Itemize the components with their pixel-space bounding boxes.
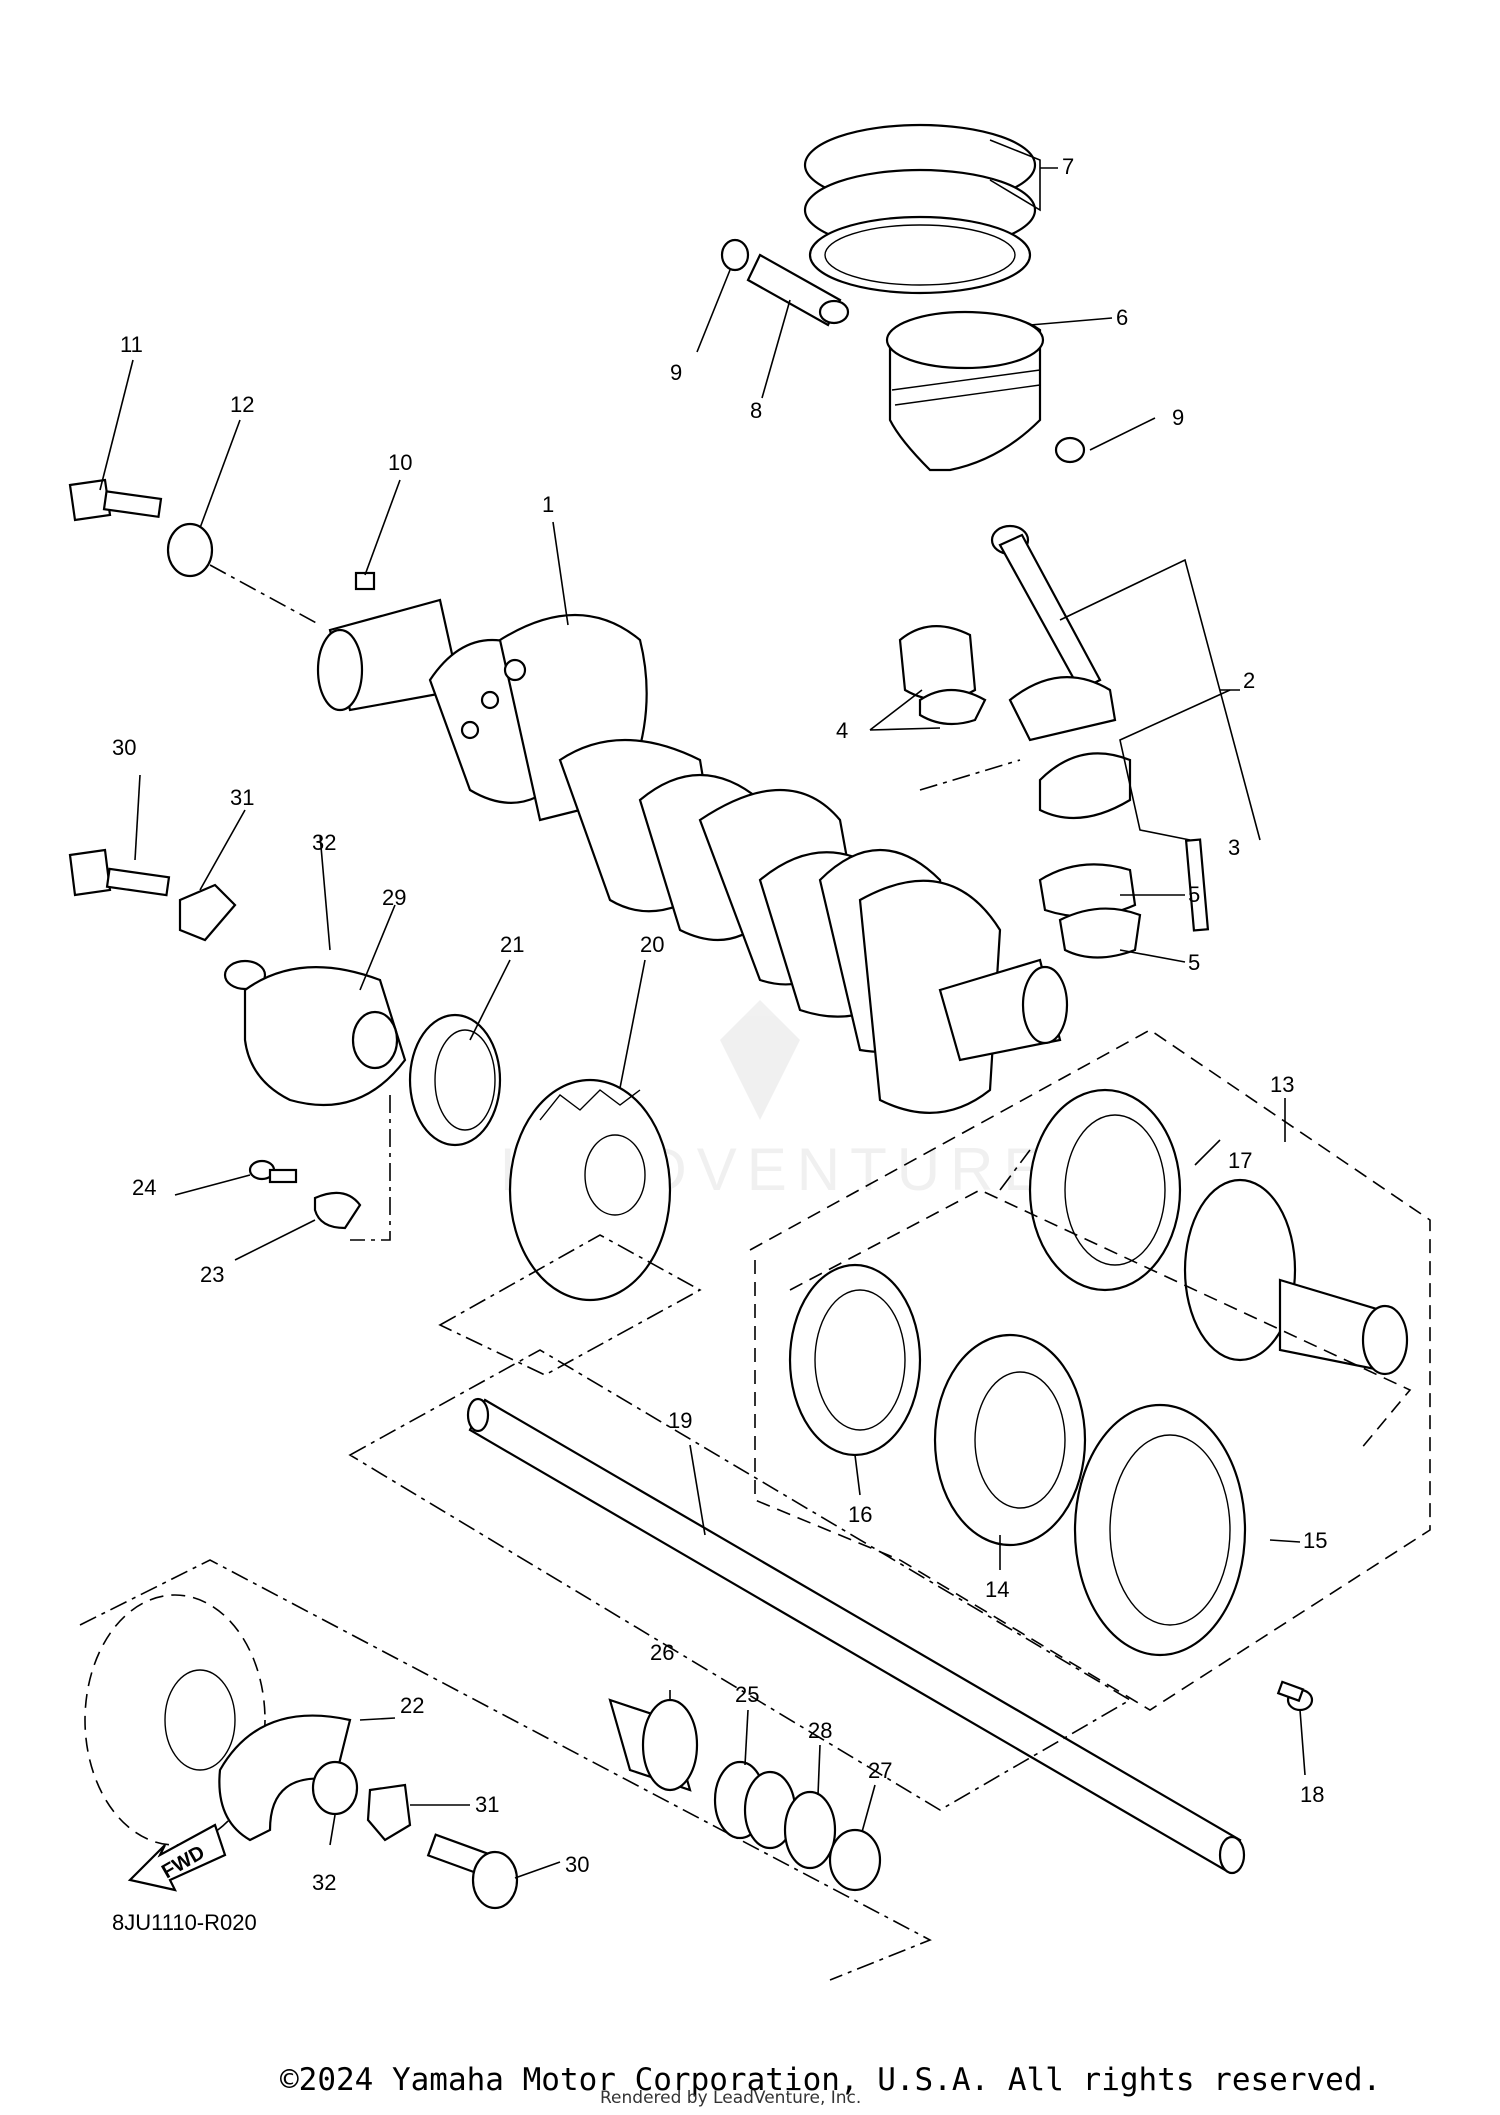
callout-14: 14: [985, 1577, 1009, 1602]
callout-24: 24: [132, 1175, 156, 1200]
callout-31a: 31: [230, 785, 254, 810]
lock-plate-31-upper: [178, 883, 237, 942]
assembly-lines: [79, 564, 1431, 1981]
callout-30a: 30: [112, 735, 136, 760]
conrod-bolt: [1184, 838, 1210, 932]
callout-12: 12: [230, 392, 254, 417]
driven-gear: [84, 1594, 266, 1846]
connecting-rod: [990, 524, 1132, 820]
balancer-shaft-13: [1183, 1178, 1409, 1376]
callout-17: 17: [1228, 1148, 1252, 1173]
callout-7: 7: [1062, 154, 1074, 179]
woodruff-key: [354, 571, 376, 591]
callout-32b: 32: [312, 1870, 336, 1895]
callout-25: 25: [735, 1682, 759, 1707]
callout-1: 1: [542, 492, 554, 517]
circlip-left: [720, 238, 750, 272]
callout-9b: 9: [1172, 405, 1184, 430]
bushing-26: [608, 1698, 699, 1792]
housing-15: [1073, 1403, 1247, 1657]
callout-10: 10: [388, 450, 412, 475]
gear-20: [508, 1078, 672, 1302]
fwd-arrow-icon: FWD: [127, 1823, 227, 1892]
callout-8: 8: [750, 398, 762, 423]
bearing-21: [408, 1013, 502, 1147]
piston-pin: [746, 253, 850, 327]
washer-32-lower: [311, 1760, 359, 1816]
circlip-28: [783, 1790, 837, 1870]
callout-19: 19: [668, 1408, 692, 1433]
needle-bearing-25: [713, 1760, 797, 1850]
leader-lines: [99, 139, 1306, 1879]
shaft-19: [466, 1397, 1246, 1875]
callout-28: 28: [808, 1718, 832, 1743]
callout-18: 18: [1300, 1782, 1324, 1807]
callout-9a: 9: [670, 360, 682, 385]
balancer-weight-29: [243, 966, 407, 1107]
copyright-notice: ©2024 Yamaha Motor Corporation, U.S.A. A…: [280, 2062, 1382, 2098]
callout-2: 2: [1243, 668, 1255, 693]
circlip-right: [1054, 436, 1086, 464]
callout-30b: 30: [565, 1852, 589, 1877]
callout-16: 16: [848, 1502, 872, 1527]
callout-11: 11: [120, 332, 143, 357]
callout-3: 3: [1228, 835, 1240, 860]
bolt-30-lower: [426, 1833, 519, 1910]
piston: [885, 310, 1045, 472]
callout-32a: 32: [312, 830, 336, 855]
oil-seal-17: [1028, 1088, 1182, 1292]
washer-12: [166, 522, 214, 578]
oil-seal-16: [788, 1263, 922, 1457]
callout-4: 4: [836, 718, 848, 743]
callout-5a: 5: [1188, 882, 1200, 907]
plate-23: [313, 1191, 362, 1230]
bolt-30-upper: [68, 848, 171, 897]
bolt-18: [1276, 1680, 1314, 1712]
lock-plate-31-lower: [366, 1783, 412, 1842]
callout-23: 23: [200, 1262, 224, 1287]
bolt-24: [248, 1159, 298, 1184]
crankshaft: [316, 598, 1069, 1114]
callout-15: 15: [1303, 1528, 1327, 1553]
washer-27: [828, 1828, 882, 1892]
crank-main-bearings: [1038, 863, 1142, 959]
callout-20: 20: [640, 932, 664, 957]
callout-5b: 5: [1188, 950, 1200, 975]
balancer-weight-22: [218, 1714, 352, 1842]
callout-21: 21: [500, 932, 524, 957]
bearing-14: [933, 1333, 1087, 1547]
callout-26: 26: [650, 1640, 674, 1665]
callout-22: 22: [400, 1693, 424, 1718]
conrod-bearings: [898, 625, 987, 726]
callout-31b: 31: [475, 1792, 499, 1817]
callout-29: 29: [382, 885, 406, 910]
callout-numbers: 1 2 3 4 5 5 6 7 8 9 9 10 11 12 13 14 15 …: [112, 154, 1327, 1895]
rendered-by-credit: Rendered by LeadVenture, Inc.: [600, 2088, 862, 2108]
piston-rings: [803, 123, 1037, 295]
callout-6: 6: [1116, 305, 1128, 330]
bolt-11: [68, 478, 163, 522]
callout-27: 27: [868, 1758, 892, 1783]
figure-code: 8JU1110-R020: [112, 1910, 257, 1935]
callout-13: 13: [1270, 1072, 1294, 1097]
